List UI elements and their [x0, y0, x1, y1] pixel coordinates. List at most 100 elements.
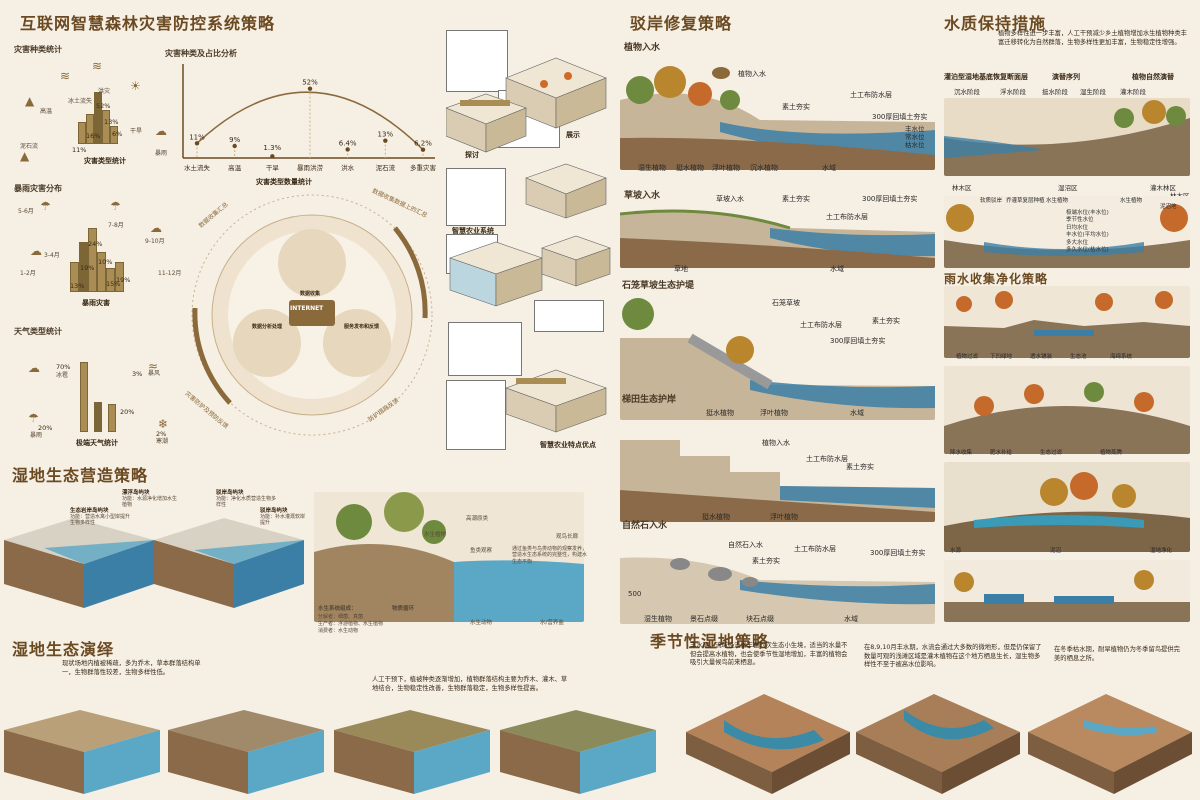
summary-label: 灾害类型统计 [84, 157, 126, 165]
node-circle [233, 309, 301, 377]
bar [88, 228, 97, 292]
category-label: 干旱 [266, 164, 280, 172]
month-label: 1-2月 [20, 270, 36, 277]
cycle-node-label: 数据收集 [300, 291, 321, 297]
legend-item: 多久水位(枯水位) [1066, 247, 1109, 254]
block-desc: 功能：营造水禽小型岸提升生物多样性 [70, 514, 131, 527]
cycle-arrow [393, 226, 428, 319]
water-quality-title: 水质保持措施 [944, 14, 1047, 33]
layer-label: 素土夯实 [846, 463, 874, 471]
seasonal-text-2: 在8,9,10月丰水期，水流会通过大多数的微地形，但是仍保留了数量可观的浅滩区域… [864, 644, 1042, 668]
layer-label: 草坡入水 [716, 195, 744, 203]
layer-label: 土工布防水层 [800, 321, 842, 329]
zone-label: 浮叶植物 [770, 513, 798, 521]
plant-label: 泥沼地 [1160, 204, 1177, 210]
category-label: 高温 [228, 163, 242, 172]
agri-label: 探讨 [465, 151, 479, 159]
section-natural-stone [620, 534, 935, 624]
evolve-text-2: 人工干预下，植被种类逐渐增加，植物群落结构主要为乔木、灌木、草地结合，生物稳定性… [372, 676, 568, 692]
zone-label: 景石点缀 [690, 615, 718, 623]
seasonal-text-1: 丰水期，流域径流量丰富的次生态小生境，适当的水量不但会提高水植物，也会使季节性湿… [690, 642, 848, 666]
cloud-icon: ☁ [30, 244, 42, 258]
text-box [446, 168, 506, 226]
bar [97, 252, 106, 292]
zone-label: 灌木林区 [1150, 184, 1176, 192]
pct-label: 52% [96, 102, 111, 110]
layer-label: 石笼草坡 [772, 299, 800, 307]
rain-label: 泥沼 [1050, 548, 1062, 554]
month-label: 7-8月 [108, 222, 124, 229]
water-level: 丰水位 [905, 125, 925, 133]
layer-label: 300厚回填土夯实 [870, 549, 926, 557]
type-label: 干旱 [130, 128, 143, 135]
layer-swatch [712, 67, 730, 79]
layer-label: 植物入水 [762, 439, 790, 447]
data-point [270, 154, 275, 159]
cycle-node-label: 数据分析处理 [252, 324, 283, 330]
layer-label: 自然石入水 [728, 541, 763, 549]
seasonal-text-3: 在冬季枯水期，耐旱植物仍为冬季留鸟提供完美的栖息之所。 [1054, 646, 1180, 662]
rain-label: 植物蒸腾 [1100, 450, 1123, 456]
internet-label: INTERNET [290, 305, 324, 312]
zone-label: 挺水植物 [706, 409, 734, 417]
eco-system-title: 水生系统组成： [318, 606, 357, 612]
section-terrace [620, 430, 935, 522]
data-point [345, 147, 350, 152]
wetland-evolve-title: 湿地生态演绎 [12, 640, 115, 659]
eco-label: 物质循环 [392, 606, 415, 612]
plant-label: 乔灌草复层种植 [1006, 198, 1045, 204]
zone-label: 浮叶植物 [760, 409, 788, 417]
zone-label: 湿生植物 [638, 164, 666, 172]
water-sub: 植物自然演替 [1132, 73, 1174, 81]
legend-item: 多大水位 [1066, 239, 1089, 246]
section-rain-1 [944, 286, 1190, 358]
eco-desc: 通过鱼类与鸟类动物的观察发养，营造水生态系统的完整性，构建水生态平衡 [512, 546, 588, 565]
pct-label: 70% [56, 363, 71, 371]
zone-label: 水域 [830, 265, 844, 273]
cloud-rain-icon: ☂ [28, 411, 39, 425]
category-label: 多重灾害 [410, 163, 437, 172]
extreme-label: 极端天气统计 [76, 439, 118, 447]
bar [106, 268, 115, 292]
layer-label: 土工布防水层 [806, 455, 848, 463]
eco-line: 消费者：水生动物 [318, 628, 359, 634]
node-circle [278, 229, 346, 297]
revetment-sub: 梯田生态护岸 [622, 395, 677, 405]
cloud-hail-icon: ☁ [28, 361, 40, 375]
zone-label: 沉水植物 [750, 164, 778, 172]
rain-label: 降水收集 [950, 450, 973, 456]
bar [110, 126, 118, 144]
pct-label: 16% [86, 132, 101, 140]
section-succession [944, 98, 1190, 176]
zone-label: 挺水植物 [676, 164, 704, 172]
month-label: 9-10月 [145, 238, 165, 245]
rain-label: 生态过滤 [1040, 450, 1063, 456]
bar [94, 402, 102, 432]
revetment-title: 驳岸修复策略 [630, 14, 733, 33]
evolve-blocks [4, 710, 656, 794]
mountain-icon: ▲ [20, 149, 30, 163]
mountain-icon: ▲ [25, 94, 35, 108]
section-rain-2 [944, 366, 1190, 454]
water-intro: 植物多样性进一步丰富，人工干预减少乡土植物增加水生植物种类丰富迁移转化为自然群落… [998, 30, 1187, 46]
pct-label: 13% [104, 118, 119, 126]
phase-label: 湿生阶段 [1080, 88, 1106, 96]
zone-label: 湿沼区 [1058, 184, 1078, 192]
seasonal-blocks [686, 694, 1192, 794]
evolve-text-1: 现状场地内植被稀疏，多为乔木，草本群落结构单一，生物群落性较差，生物多样性低。 [62, 660, 201, 676]
disaster-type-stats-label: 灾害种类统计 [14, 45, 62, 54]
pct-label: 15% [106, 280, 121, 288]
weather-name: 冰雹 [56, 372, 69, 379]
rain-label: 湿地净化 [1150, 548, 1173, 554]
agri-label: 智慧农业特点优点 [540, 441, 596, 449]
water-level: 常水位 [905, 133, 925, 141]
data-point [420, 147, 426, 152]
month-label: 11-12月 [158, 270, 182, 277]
revetment-sub: 石笼草坡生态护堤 [622, 281, 695, 291]
data-point [383, 138, 388, 143]
eco-label: 水生植物 [424, 532, 447, 538]
bar [108, 404, 116, 432]
cloud-rain-icon: ☁ [155, 124, 167, 138]
type-label: 冰土流失 [68, 98, 93, 105]
zone-label: 块石点缀 [746, 615, 774, 623]
